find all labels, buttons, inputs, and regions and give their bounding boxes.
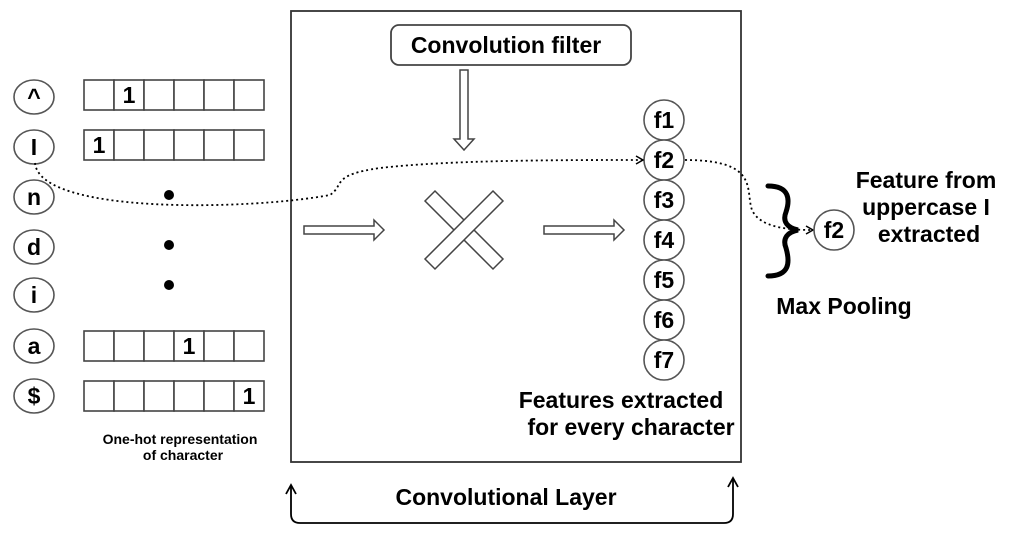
onehot-caption-line-2: of character bbox=[143, 447, 224, 463]
onehot-cell bbox=[113, 330, 145, 362]
character-circle bbox=[13, 179, 55, 215]
onehot-cell bbox=[203, 79, 235, 111]
layer-bracket-arrowhead-right bbox=[727, 476, 739, 488]
onehot-value: 1 bbox=[183, 333, 196, 359]
onehot-cell bbox=[233, 129, 265, 161]
character-label: I bbox=[31, 134, 37, 160]
onehot-vector: 1 bbox=[83, 129, 265, 161]
pooled-feature-circle bbox=[813, 209, 855, 251]
character-circle bbox=[13, 277, 55, 313]
ellipsis-dot bbox=[164, 280, 174, 290]
character-label: i bbox=[31, 282, 37, 308]
ellipsis-dot bbox=[164, 240, 174, 250]
convolutional-layer-label: Convolutional Layer bbox=[395, 484, 616, 510]
ellipsis-dot bbox=[164, 190, 174, 200]
feature-map: f1 f2 f3 f4 f5 f6 f7 bbox=[643, 99, 685, 381]
onehot-cell bbox=[233, 330, 265, 362]
multiply-icon bbox=[423, 189, 505, 271]
character-circle bbox=[13, 328, 55, 364]
dotted-connector-i-to-f2 bbox=[34, 155, 645, 207]
filter-down-arrow bbox=[452, 69, 476, 152]
features-caption-line-2: for every character bbox=[527, 414, 734, 440]
onehot-cell bbox=[143, 330, 175, 362]
character-label: $ bbox=[28, 383, 41, 409]
onehot-cell bbox=[173, 380, 205, 412]
convolution-filter-box bbox=[390, 24, 632, 66]
feature-label: f3 bbox=[654, 187, 674, 213]
onehot-cell bbox=[233, 380, 265, 412]
character-label: a bbox=[28, 333, 41, 359]
max-pooling-brace-icon bbox=[765, 183, 799, 279]
onehot-caption-line-1: One-hot representation bbox=[103, 431, 258, 447]
onehot-cell bbox=[203, 330, 235, 362]
result-caption-line-2: uppercase I bbox=[862, 194, 990, 220]
onehot-cell bbox=[173, 79, 205, 111]
feature-label: f5 bbox=[654, 267, 675, 293]
feature-label: f4 bbox=[654, 227, 675, 253]
onehot-cell bbox=[83, 330, 115, 362]
feature-label: f7 bbox=[654, 347, 674, 373]
onehot-value: 1 bbox=[123, 82, 136, 108]
onehot-vector: 1 bbox=[83, 380, 265, 412]
result-caption-line-3: extracted bbox=[878, 221, 980, 247]
onehot-cell bbox=[113, 129, 145, 161]
character-circle bbox=[13, 229, 55, 265]
character-circle bbox=[13, 79, 55, 115]
onehot-value: 1 bbox=[243, 383, 256, 409]
max-pooling-label: Max Pooling bbox=[776, 293, 911, 319]
feature-label: f6 bbox=[654, 307, 674, 333]
onehot-cell bbox=[203, 129, 235, 161]
convolution-filter-label: Convolution filter bbox=[411, 32, 601, 58]
onehot-value: 1 bbox=[93, 132, 106, 158]
character-circle bbox=[13, 378, 55, 414]
onehot-cell bbox=[83, 79, 115, 111]
character-label: ^ bbox=[27, 84, 40, 110]
onehot-cell bbox=[113, 79, 145, 111]
features-caption-line-1: Features extracted bbox=[519, 387, 724, 413]
onehot-cell bbox=[203, 380, 235, 412]
dotted-connector-f2-to-pooled bbox=[684, 159, 815, 235]
onehot-vector: 1 bbox=[83, 79, 265, 111]
feature-label: f1 bbox=[654, 107, 675, 133]
result-caption-line-1: Feature from bbox=[856, 167, 997, 193]
onehot-cell bbox=[143, 380, 175, 412]
onehot-vector: 1 bbox=[83, 330, 265, 362]
layer-bracket-arrowhead-left bbox=[285, 483, 297, 495]
feature-label: f2 bbox=[654, 147, 674, 173]
onehot-cell bbox=[143, 79, 175, 111]
character-label: d bbox=[27, 234, 41, 260]
pooled-feature-label: f2 bbox=[824, 217, 844, 243]
onehot-cell bbox=[113, 380, 145, 412]
onehot-cell bbox=[83, 380, 115, 412]
onehot-cell bbox=[233, 79, 265, 111]
convolutional-layer-box bbox=[290, 10, 742, 463]
onehot-cell bbox=[173, 330, 205, 362]
onehot-cell bbox=[173, 129, 205, 161]
character-circle bbox=[13, 129, 55, 165]
input-right-arrow bbox=[303, 218, 386, 242]
layer-bracket-arrow bbox=[290, 479, 734, 524]
character-label: n bbox=[27, 184, 41, 210]
feature-circle bbox=[643, 339, 685, 381]
output-right-arrow bbox=[543, 218, 626, 242]
onehot-cell bbox=[143, 129, 175, 161]
